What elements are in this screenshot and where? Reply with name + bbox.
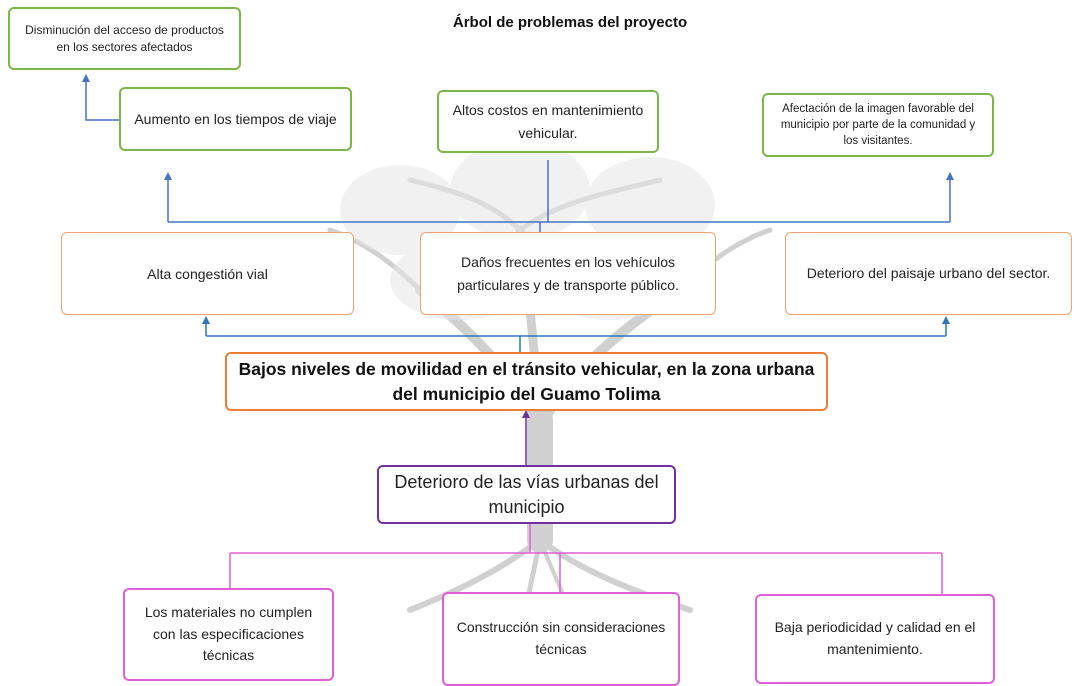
connector-cause-to-problem: [522, 410, 530, 466]
effect-landscape-text: Deterioro del paisaje urbano del sector.: [806, 265, 1051, 282]
connector-effects-level-1: [202, 316, 950, 352]
main-cause: Deterioro de las vías urbanas del munici…: [377, 465, 676, 524]
effect-reduced-access: Disminución del acceso de productos en l…: [8, 7, 241, 70]
effect-congestion-text: Alta congestión vial: [147, 265, 268, 282]
cause-maintenance-text: Baja periodicidad y calidad en el manten…: [774, 619, 976, 657]
main-cause-text: Deterioro de las vías urbanas del munici…: [394, 472, 659, 517]
central-problem-text: Bajos niveles de movilidad en el tránsit…: [238, 359, 815, 404]
effect-travel-time-text: Aumento en los tiempos de viaje: [134, 110, 337, 127]
effect-vehicle-damage: Daños frecuentes en los vehículos partic…: [420, 232, 716, 315]
diagram-title: Árbol de problemas del proyecto: [452, 14, 688, 31]
cause-materials: Los materiales no cumplen con las especi…: [123, 588, 334, 681]
cause-construction: Construcción sin consideraciones técnica…: [442, 592, 680, 686]
cause-maintenance: Baja periodicidad y calidad en el manten…: [755, 594, 995, 684]
central-problem: Bajos niveles de movilidad en el tránsit…: [225, 352, 828, 411]
connector-effects-level-2: [164, 160, 954, 232]
effect-vehicle-damage-text: Daños frecuentes en los vehículos partic…: [457, 254, 679, 293]
effect-reduced-access-text: Disminución del acceso de productos en l…: [25, 23, 224, 54]
connector-roots: [229, 523, 943, 594]
effect-maintenance-costs: Altos costos en mantenimiento vehicular.: [437, 90, 659, 153]
effect-image-damage: Afectación de la imagen favorable del mu…: [762, 93, 994, 157]
cause-materials-text: Los materiales no cumplen con las especi…: [144, 603, 313, 664]
effect-landscape: Deterioro del paisaje urbano del sector.: [785, 232, 1072, 315]
effect-image-damage-text: Afectación de la imagen favorable del mu…: [780, 102, 976, 148]
effect-maintenance-costs-text: Altos costos en mantenimiento vehicular.: [452, 102, 644, 141]
connector-travel-to-access: [82, 74, 120, 121]
effect-travel-time: Aumento en los tiempos de viaje: [119, 87, 352, 151]
cause-construction-text: Construcción sin consideraciones técnica…: [456, 619, 666, 657]
effect-congestion: Alta congestión vial: [61, 232, 354, 315]
